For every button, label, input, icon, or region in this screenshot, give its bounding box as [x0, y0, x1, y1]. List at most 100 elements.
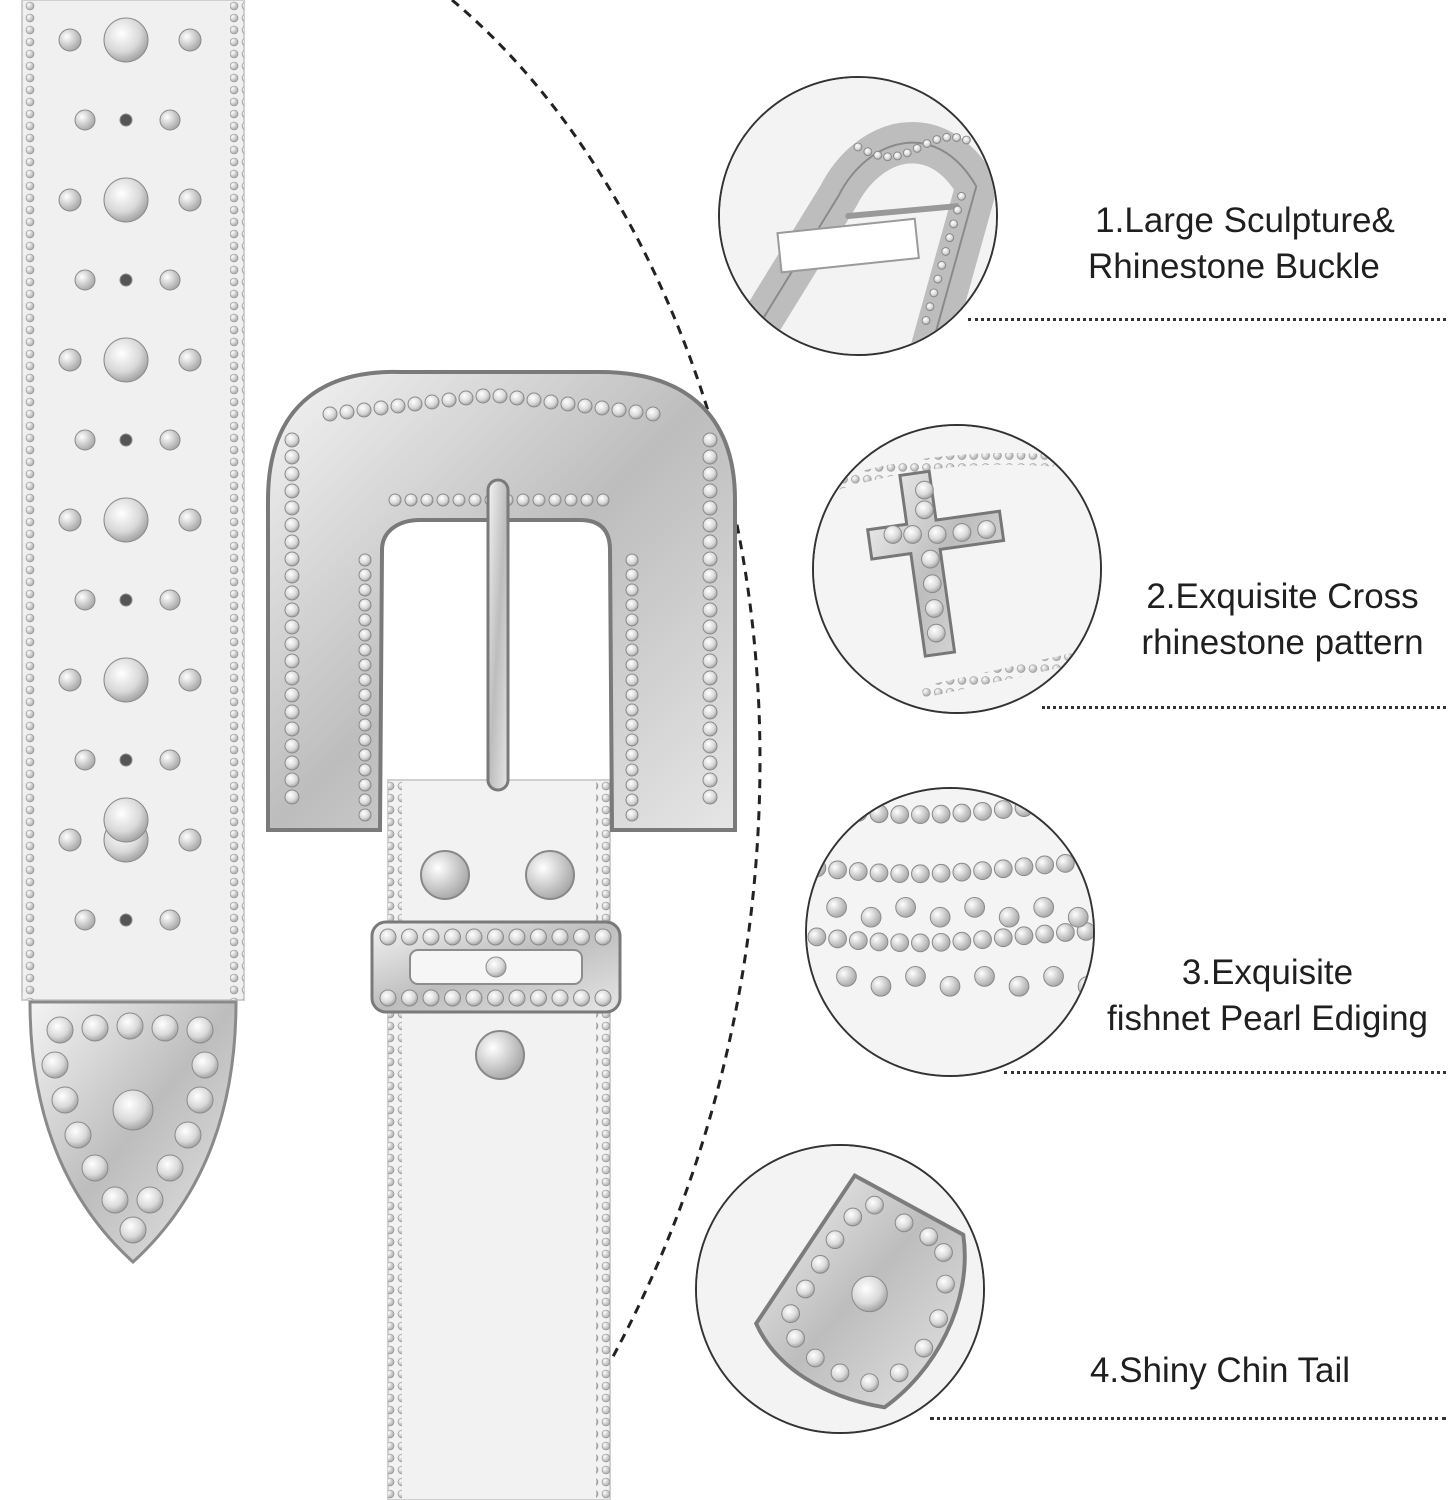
rhinestone [942, 132, 952, 142]
metal-stud [159, 749, 181, 771]
rhinestone [594, 928, 612, 946]
rhinestone [284, 432, 300, 448]
rhinestone [883, 525, 903, 544]
pearl-bead [848, 931, 868, 950]
rhinestone [284, 636, 300, 652]
rhinestone [174, 1121, 202, 1149]
metal-stud [58, 28, 82, 52]
rhinestone [702, 568, 718, 584]
rhinestone [420, 493, 434, 507]
zoom-buckle-detail [718, 76, 998, 356]
metal-stud [826, 896, 847, 918]
rhinestone [702, 789, 718, 805]
rhinestone [702, 721, 718, 737]
rhinestone [284, 738, 300, 754]
metal-stud [1043, 966, 1064, 987]
metal-stud [178, 348, 202, 372]
rhinestone [957, 191, 966, 201]
rhinestone [926, 623, 946, 643]
pearl-bead [869, 863, 889, 883]
caption-line: rhinestone pattern [1141, 623, 1424, 662]
rhinestone [452, 493, 466, 507]
rhinestone [781, 1304, 801, 1324]
rhinestone [358, 748, 372, 762]
rhinestone [390, 398, 406, 414]
rhinestone [358, 793, 372, 807]
rhinestone [284, 687, 300, 703]
rhinestone [103, 797, 149, 843]
rhinestone [560, 396, 576, 412]
rhinestone [151, 1014, 179, 1042]
rhinestone [625, 598, 639, 612]
rhinestone [830, 1363, 850, 1383]
rhinestone [468, 493, 482, 507]
rhinestone [516, 493, 530, 507]
rhinestone [702, 432, 718, 448]
rhinestone [401, 928, 418, 946]
rhinestone [952, 133, 962, 142]
rhinestone [186, 1016, 214, 1044]
rhinestone [702, 585, 718, 601]
rhinestone [851, 1275, 888, 1313]
rhinestone [388, 493, 402, 507]
pearl-bead [931, 804, 951, 824]
rhinestone [912, 143, 922, 153]
rhinestone [548, 493, 562, 507]
rhinestone [625, 643, 639, 657]
rhinestone [407, 396, 423, 412]
rhinestone [551, 989, 569, 1007]
metal-stud [929, 906, 951, 928]
rhinestone [786, 1328, 805, 1348]
rhinestone [914, 1338, 934, 1358]
rhinestone [112, 1089, 154, 1131]
rhinestone [81, 1154, 109, 1182]
rhinestone [796, 1279, 815, 1299]
rhinestone [921, 549, 940, 569]
rhinestone [358, 688, 372, 702]
rhinestone [509, 390, 525, 406]
pearl-bead [911, 805, 930, 824]
rhinestone [577, 398, 593, 414]
rhinestone [358, 583, 372, 597]
dotted-divider [968, 318, 1446, 321]
pearl-bead [952, 931, 972, 951]
metal-stud [178, 28, 202, 52]
rhinestone [424, 394, 440, 410]
rhinestone [379, 928, 397, 946]
rhinestone [702, 738, 718, 754]
rhinestone [924, 599, 944, 618]
pearl-bead [931, 932, 951, 952]
rhinestone [284, 585, 300, 601]
rhinestone [404, 493, 418, 507]
rhinestone [103, 17, 149, 63]
rhinestone [284, 704, 300, 720]
dotted-divider [1004, 1071, 1446, 1074]
rhinestone [358, 673, 372, 687]
metal-stud [58, 348, 82, 372]
zoom-pearl-edging-detail [805, 787, 1095, 1077]
rhinestone [358, 718, 372, 732]
rhinestone [284, 789, 300, 805]
rhinestone [508, 989, 526, 1007]
pearl-bead [952, 803, 972, 823]
rhinestone [358, 613, 372, 627]
metal-stud [905, 966, 926, 987]
rhinestone [863, 147, 873, 157]
metal-stud [836, 966, 857, 987]
rhinestone [284, 602, 300, 618]
pearl-bead [869, 932, 889, 952]
metal-stud [74, 749, 96, 771]
rhinestone [702, 483, 718, 499]
rhinestone [284, 653, 300, 669]
rhinestone [284, 500, 300, 516]
metal-stud [1067, 906, 1089, 928]
rhinestone [191, 1051, 219, 1079]
rhinestone [284, 551, 300, 567]
rhinestone [492, 388, 508, 404]
rhinestone [284, 449, 300, 465]
rhinestone [46, 1016, 74, 1044]
belt-hole [119, 113, 133, 127]
rhinestone [919, 1227, 939, 1247]
